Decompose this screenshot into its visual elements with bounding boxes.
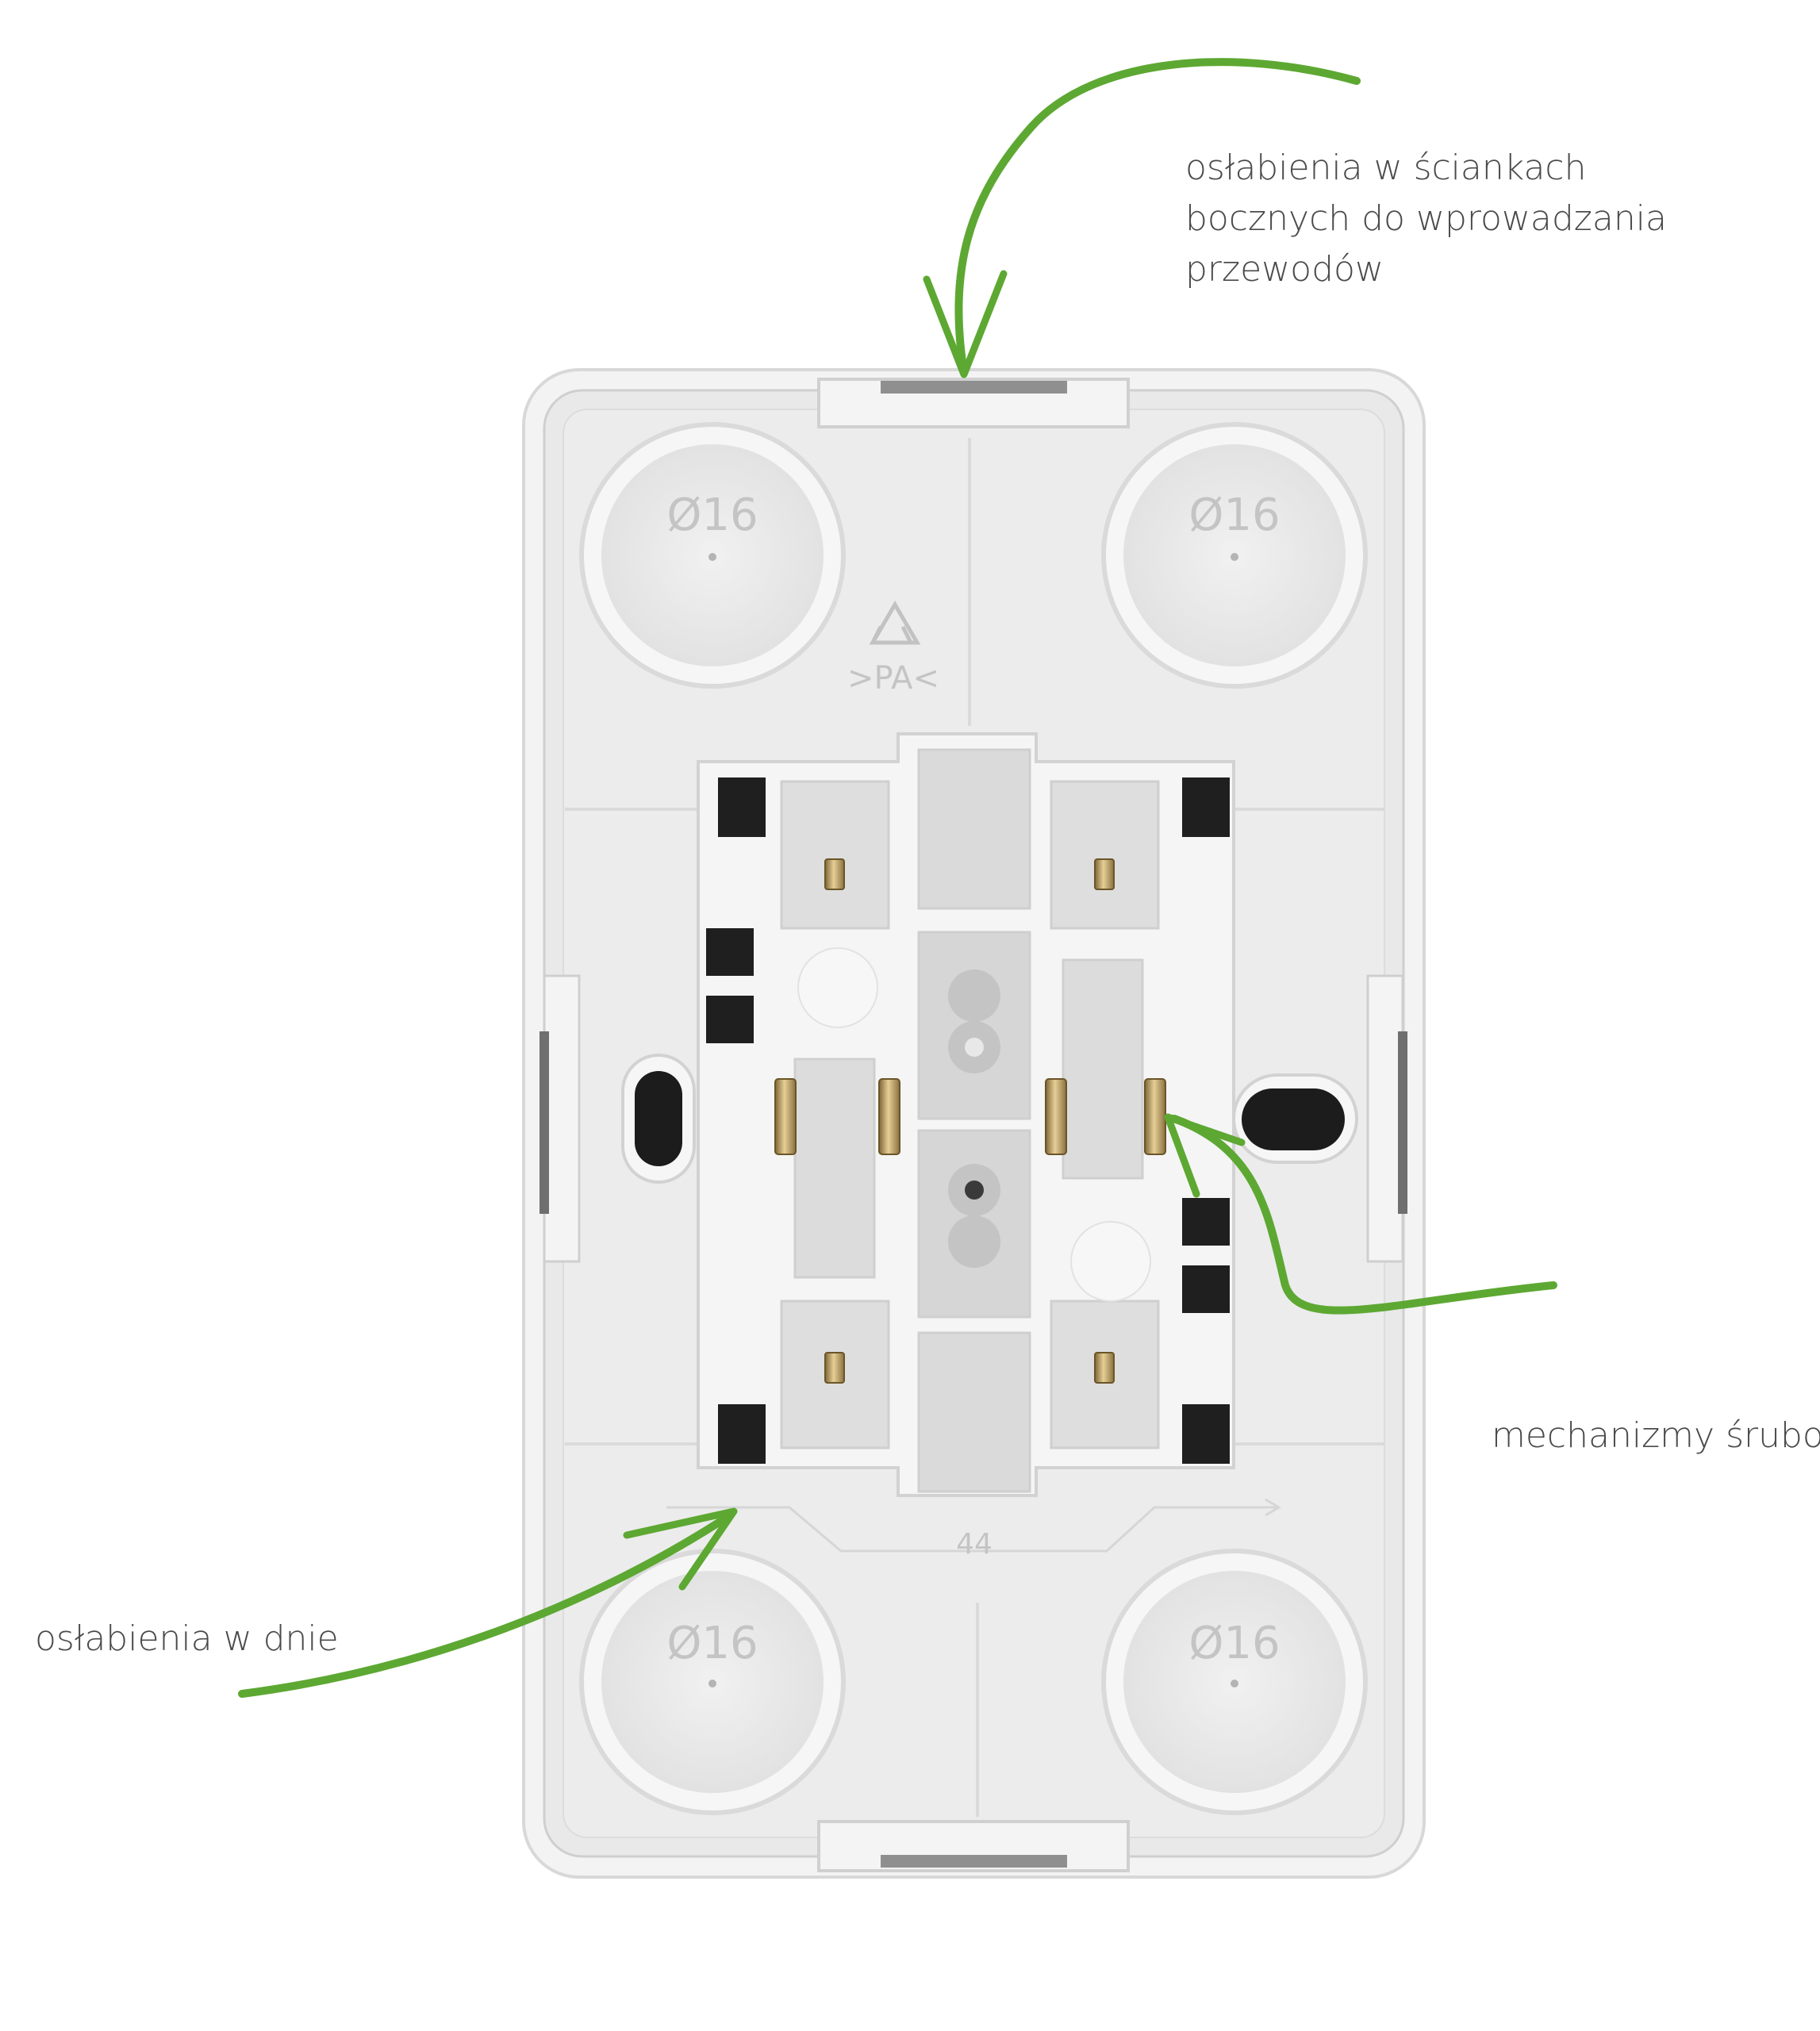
side-walls-callout: osłabienia w ściankach bocznych do wprow… <box>1185 143 1667 295</box>
material-mark: >PA< <box>847 660 939 697</box>
arrow-top <box>954 58 1361 377</box>
knockout-top-left: Ø16 <box>579 422 846 689</box>
screw-holders <box>948 969 1000 1268</box>
knockout-top-right: Ø16 <box>1101 422 1368 689</box>
arrow-right <box>1170 1115 1557 1315</box>
callout-line: bocznych do wprowadzania <box>1185 198 1667 239</box>
arrow-bottom-head <box>623 1507 738 1591</box>
recycle-icon <box>869 601 921 645</box>
knockout-bottom-left: Ø16 <box>579 1549 846 1815</box>
pins <box>797 947 1151 1302</box>
arrow-bottom <box>238 1511 734 1698</box>
bottom-callout: osłabienia w dnie <box>35 1618 339 1659</box>
dimension-line <box>666 1498 1281 1553</box>
knockout-bottom-right: Ø16 <box>1101 1549 1368 1815</box>
annotation-arrows <box>238 58 1557 1698</box>
top-wall-knockout <box>817 378 1130 428</box>
screw-callout: mechanizmy śrubo <box>1492 1415 1820 1456</box>
bottom-wall-knockout <box>817 1820 1130 1872</box>
callout-line: przewodów <box>1185 249 1384 290</box>
arrow-top-head <box>923 270 1008 378</box>
callout-line: osłabienia w ściankach <box>1185 148 1587 188</box>
ribs <box>565 438 1384 1817</box>
side-wall-knockouts <box>539 974 1407 1263</box>
clip-slots <box>706 777 1230 1464</box>
dimension-value: 44 <box>956 1528 993 1561</box>
brass-contacts <box>774 858 1166 1384</box>
diameter-mark: Ø16 <box>666 490 758 541</box>
arrow-right-head <box>1164 1113 1246 1198</box>
diameter-mark: Ø16 <box>1188 490 1280 541</box>
diameter-mark: Ø16 <box>666 1618 758 1669</box>
mounting-holes <box>621 1054 1358 1184</box>
diameter-mark: Ø16 <box>1188 1618 1280 1669</box>
